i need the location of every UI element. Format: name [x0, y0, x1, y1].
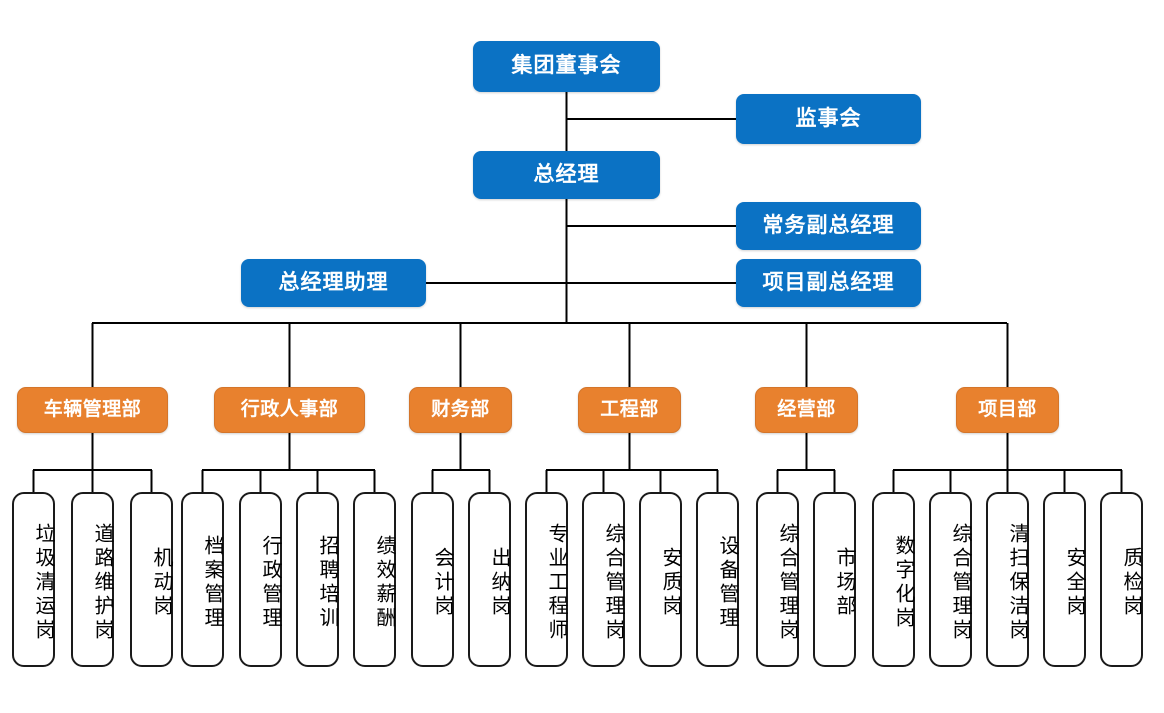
node-post[interactable]: 出纳岗 [468, 492, 511, 667]
node-post[interactable]: 数字化岗 [872, 492, 915, 667]
node-post[interactable]: 会计岗 [411, 492, 454, 667]
node-department-label: 工程部 [600, 399, 659, 421]
node-project-deputy-gm[interactable]: 项目副总经理 [736, 259, 921, 307]
node-post-label: 设备管理 [716, 534, 738, 631]
node-post[interactable]: 专业工程师 [525, 492, 568, 667]
node-department-label: 项目部 [978, 399, 1037, 421]
node-post-label: 数字化岗 [892, 534, 914, 631]
node-supervisory-board-label: 监事会 [795, 106, 862, 130]
node-post[interactable]: 垃圾清运岗 [12, 492, 55, 667]
node-post-label: 安质岗 [659, 546, 681, 619]
node-department-vehicle-management[interactable]: 车辆管理部 [17, 387, 168, 433]
node-post-label: 专业工程师 [545, 522, 567, 643]
node-post-label: 会计岗 [431, 546, 453, 619]
node-department-finance[interactable]: 财务部 [409, 387, 512, 433]
node-post[interactable]: 综合管理岗 [929, 492, 972, 667]
node-post-label: 安全岗 [1063, 546, 1085, 619]
node-post[interactable]: 设备管理 [696, 492, 739, 667]
node-department-engineering[interactable]: 工程部 [578, 387, 681, 433]
node-project-deputy-gm-label: 项目副总经理 [762, 270, 895, 294]
node-post-label: 招聘培训 [316, 534, 338, 631]
node-general-manager-label: 总经理 [533, 162, 600, 186]
node-post[interactable]: 道路维护岗 [71, 492, 114, 667]
node-post[interactable]: 清扫保洁岗 [986, 492, 1029, 667]
node-department-project[interactable]: 项目部 [956, 387, 1059, 433]
node-department-admin-hr[interactable]: 行政人事部 [214, 387, 365, 433]
node-post-label: 综合管理岗 [776, 522, 798, 643]
node-department-label: 财务部 [431, 399, 490, 421]
node-post-label: 出纳岗 [488, 546, 510, 619]
node-post-label: 综合管理岗 [602, 522, 624, 643]
node-board-of-directors-label: 集团董事会 [511, 54, 622, 78]
node-department-label: 行政人事部 [240, 399, 339, 421]
node-post-label: 清扫保洁岗 [1006, 522, 1028, 643]
node-post-label: 综合管理岗 [949, 522, 971, 643]
node-supervisory-board[interactable]: 监事会 [736, 94, 921, 144]
node-post-label: 市场部 [833, 546, 855, 619]
node-post-label: 绩效薪酬 [373, 534, 395, 631]
node-post[interactable]: 市场部 [813, 492, 856, 667]
node-gm-assistant-label: 总经理助理 [278, 270, 389, 294]
node-department-label: 经营部 [777, 399, 836, 421]
node-post[interactable]: 综合管理岗 [756, 492, 799, 667]
node-post[interactable]: 行政管理 [239, 492, 282, 667]
node-general-manager[interactable]: 总经理 [473, 151, 660, 199]
node-executive-deputy-gm[interactable]: 常务副总经理 [736, 202, 921, 250]
node-post[interactable]: 质检岗 [1100, 492, 1143, 667]
node-post[interactable]: 机动岗 [130, 492, 173, 667]
node-board-of-directors[interactable]: 集团董事会 [473, 41, 660, 92]
node-executive-deputy-gm-label: 常务副总经理 [762, 213, 895, 237]
node-department-operations[interactable]: 经营部 [755, 387, 858, 433]
node-post[interactable]: 综合管理岗 [582, 492, 625, 667]
node-post[interactable]: 安全岗 [1043, 492, 1086, 667]
node-post-label: 质检岗 [1120, 546, 1142, 619]
node-post[interactable]: 绩效薪酬 [353, 492, 396, 667]
node-department-label: 车辆管理部 [43, 399, 142, 421]
node-gm-assistant[interactable]: 总经理助理 [241, 259, 426, 307]
node-post[interactable]: 档案管理 [181, 492, 224, 667]
node-post-label: 垃圾清运岗 [32, 522, 54, 643]
node-post[interactable]: 招聘培训 [296, 492, 339, 667]
node-post-label: 道路维护岗 [91, 522, 113, 643]
node-post-label: 行政管理 [259, 534, 281, 631]
node-post[interactable]: 安质岗 [639, 492, 682, 667]
node-post-label: 档案管理 [201, 534, 223, 631]
node-post-label: 机动岗 [150, 546, 172, 619]
